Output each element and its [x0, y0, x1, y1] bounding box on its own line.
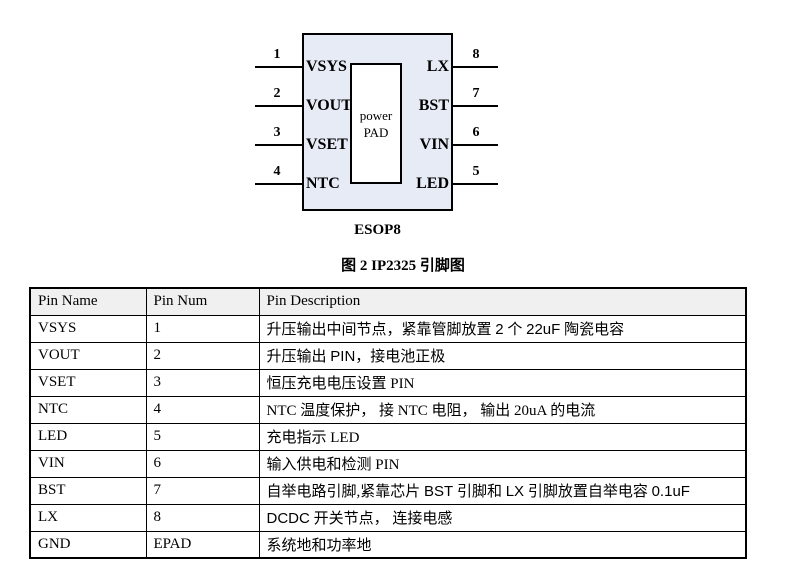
cell-pin-description: DCDC 开关节点， 连接电感: [258, 503, 747, 532]
cell-pin-name: LX: [29, 503, 147, 532]
cell-pin-description: 充电指示 LED: [258, 422, 747, 451]
pin-label-lx: LX: [426, 58, 449, 75]
cell-pin-num: 6: [145, 449, 260, 478]
cell-pin-description: 输入供电和检测 PIN: [258, 449, 747, 478]
cell-pin-name: VSYS: [29, 314, 147, 343]
pin-line-left-1: [255, 66, 303, 68]
pin-line-right-6: [451, 144, 498, 146]
cell-pin-num: 2: [145, 341, 260, 370]
pin-line-left-3: [255, 144, 303, 146]
cell-pin-num: EPAD: [145, 530, 260, 559]
cell-pin-description: 升压输出 PIN，接电池正极: [258, 341, 747, 370]
cell-pin-description: 升压输出中间节点，紧靠管脚放置 2 个 22uF 陶瓷电容: [258, 314, 747, 343]
cell-pin-description: 恒压充电电压设置 PIN: [258, 368, 747, 397]
pin-label-vset: VSET: [306, 136, 348, 153]
header-pin-name: Pin Name: [29, 287, 147, 316]
cell-pin-num: 1: [145, 314, 260, 343]
pin-number-4: 4: [273, 164, 281, 179]
pin-number-2: 2: [273, 86, 281, 101]
cell-pin-num: 7: [145, 476, 260, 505]
figure-caption: 图 2 IP2325 引脚图: [341, 258, 465, 274]
cell-pin-name: LED: [29, 422, 147, 451]
power-pad-label-line2: PAD: [363, 124, 389, 140]
table-header-row: Pin Name Pin Num Pin Description: [29, 287, 747, 316]
cell-pin-name: VSET: [29, 368, 147, 397]
cell-pin-name: NTC: [29, 395, 147, 424]
cell-pin-name: VIN: [29, 449, 147, 478]
package-label: ESOP8: [354, 222, 401, 238]
cell-pin-num: 3: [145, 368, 260, 397]
pin-label-led: LED: [416, 175, 449, 192]
header-pin-description: Pin Description: [258, 287, 747, 316]
cell-pin-name: GND: [29, 530, 147, 559]
cell-pin-num: 5: [145, 422, 260, 451]
pin-label-bst: BST: [418, 97, 449, 114]
pin-label-ntc: NTC: [306, 175, 340, 192]
cell-pin-name: BST: [29, 476, 147, 505]
pin-line-right-7: [451, 105, 498, 107]
pin-label-vsys: VSYS: [306, 58, 347, 75]
pin-label-vout: VOUT: [306, 97, 352, 114]
pin-number-1: 1: [273, 47, 281, 62]
pin-number-3: 3: [273, 125, 281, 140]
pin-number-7: 7: [472, 86, 480, 101]
cell-pin-name: VOUT: [29, 341, 147, 370]
power-pad-label-line1: power: [359, 107, 393, 123]
cell-pin-num: 8: [145, 503, 260, 532]
pin-number-5: 5: [472, 164, 480, 179]
pin-label-vin: VIN: [419, 136, 449, 153]
pin-line-left-4: [255, 183, 303, 185]
cell-pin-description: NTC 温度保护， 接 NTC 电阻， 输出 20uA 的电流: [258, 395, 747, 424]
cell-pin-description: 自举电路引脚,紧靠芯片 BST 引脚和 LX 引脚放置自举电容 0.1uF: [258, 476, 747, 505]
pin-line-right-8: [451, 66, 498, 68]
pin-number-8: 8: [472, 47, 480, 62]
cell-pin-description: 系统地和功率地: [258, 530, 747, 559]
pin-line-right-5: [451, 183, 498, 185]
power-pad: power PAD: [350, 63, 402, 184]
pin-line-left-2: [255, 105, 303, 107]
header-pin-num: Pin Num: [145, 287, 260, 316]
pin-number-6: 6: [472, 125, 480, 140]
cell-pin-num: 4: [145, 395, 260, 424]
